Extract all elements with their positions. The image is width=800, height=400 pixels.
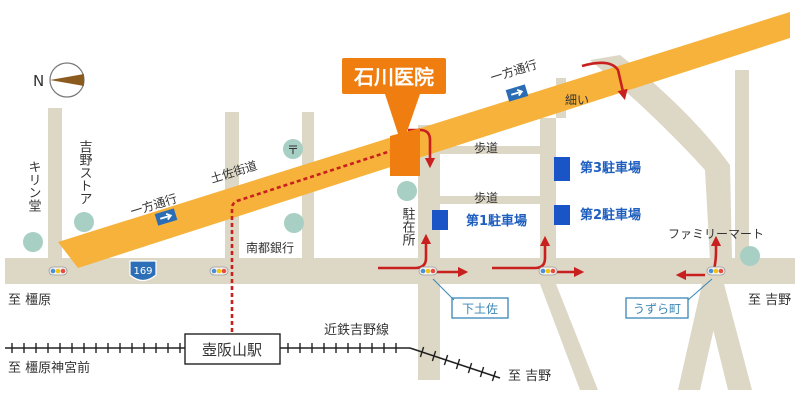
to-yoshino-rail-label: 至 吉野 — [508, 369, 551, 384]
traffic-light-icon — [706, 266, 726, 276]
one-way-sign-icon — [154, 208, 178, 226]
route-number: 169 — [133, 266, 152, 277]
parking-3-marker — [554, 157, 570, 181]
yoshino-store-label: 吉野ストア — [77, 140, 93, 205]
shimotosa-leader — [432, 278, 455, 301]
street-parking — [540, 118, 556, 260]
railway-tie — [491, 370, 497, 382]
traffic-light-icon — [538, 266, 558, 276]
traffic-light-icon — [48, 266, 68, 276]
parking-1-marker — [432, 210, 448, 230]
clinic-callout-pointer — [385, 94, 420, 146]
one-way-label-upper: 一方通行 — [488, 56, 538, 84]
sidewalk-upper-lane — [440, 146, 540, 154]
arrow-highway-down — [408, 128, 436, 169]
to-kashihara-label: 至 橿原 — [8, 293, 51, 308]
walking-route — [230, 146, 401, 332]
railway-tie — [455, 358, 461, 370]
to-yoshino-road-label: 至 吉野 — [748, 293, 791, 308]
kirin-do-label: キリン堂 — [26, 160, 42, 212]
clinic-building — [390, 128, 420, 176]
familymart-label: ファミリーマート — [668, 227, 764, 241]
arrow-into-clinic-street — [378, 233, 432, 270]
uzuramachi-leader — [687, 278, 713, 301]
street-kirin — [48, 108, 62, 260]
nanto-bank-label: 南都銀行 — [246, 240, 294, 255]
yoshino-store-marker — [74, 212, 94, 232]
to-kashihara-jingumae-label: 至 橿原神宮前 — [8, 360, 90, 376]
station-label: 壺阪山駅 — [202, 341, 262, 359]
sidewalk-upper-label: 歩道 — [474, 140, 498, 155]
railway-line-label: 近鉄吉野線 — [324, 322, 389, 338]
railway-tie — [419, 346, 425, 358]
arrow-into-parking-street — [492, 235, 551, 270]
route-169-shield: 169 — [129, 260, 157, 282]
railway-tie — [431, 350, 437, 362]
railway-tie — [479, 366, 485, 378]
north-pointer-icon — [49, 62, 85, 98]
uzuramachi-label: うずら町 — [633, 302, 681, 316]
post-office-icon: 〒 — [287, 143, 299, 157]
clinic-callout — [342, 58, 446, 94]
compass-label: N — [33, 72, 44, 90]
road-network — [5, 55, 795, 390]
sidewalk-lower-lane — [440, 196, 540, 204]
shimotosa-label: 下土佐 — [462, 302, 498, 316]
route-169-road — [5, 258, 795, 284]
traffic-light-icon — [418, 266, 438, 276]
railway-ties — [11, 343, 497, 382]
police-box-label: 駐在所 — [400, 207, 416, 246]
station-box — [184, 333, 281, 365]
railway-tie — [467, 362, 473, 374]
police-box-marker — [397, 181, 417, 201]
one-way-sign-icon — [505, 84, 529, 102]
street-east-north — [735, 70, 749, 260]
street-south-diagonal — [540, 284, 598, 390]
shimotosa-sign — [451, 297, 509, 319]
arrow-narrow-road — [581, 61, 628, 101]
street-clinic — [418, 125, 440, 380]
clinic-name: 石川医院 — [353, 65, 434, 89]
parking-3-label: 第3駐車場 — [580, 160, 641, 176]
one-way-highway — [58, 12, 790, 268]
kirin-do-marker — [23, 232, 43, 252]
railway-tie — [443, 354, 449, 366]
narrow-road-label: 細い — [565, 93, 589, 107]
parking-2-label: 第2駐車場 — [580, 207, 641, 223]
street-east-south2 — [678, 284, 724, 390]
nanto-bank-marker — [284, 213, 304, 233]
traffic-lights — [48, 266, 726, 276]
post-office-marker — [283, 139, 303, 159]
uzuramachi-sign — [625, 297, 689, 319]
traffic-light-icon — [209, 266, 229, 276]
sidewalk-lower-label: 歩道 — [474, 190, 498, 205]
street-nanto — [225, 112, 239, 260]
parking-1-label: 第1駐車場 — [466, 213, 527, 229]
parking-2-marker — [554, 205, 570, 225]
familymart-marker — [740, 246, 760, 266]
